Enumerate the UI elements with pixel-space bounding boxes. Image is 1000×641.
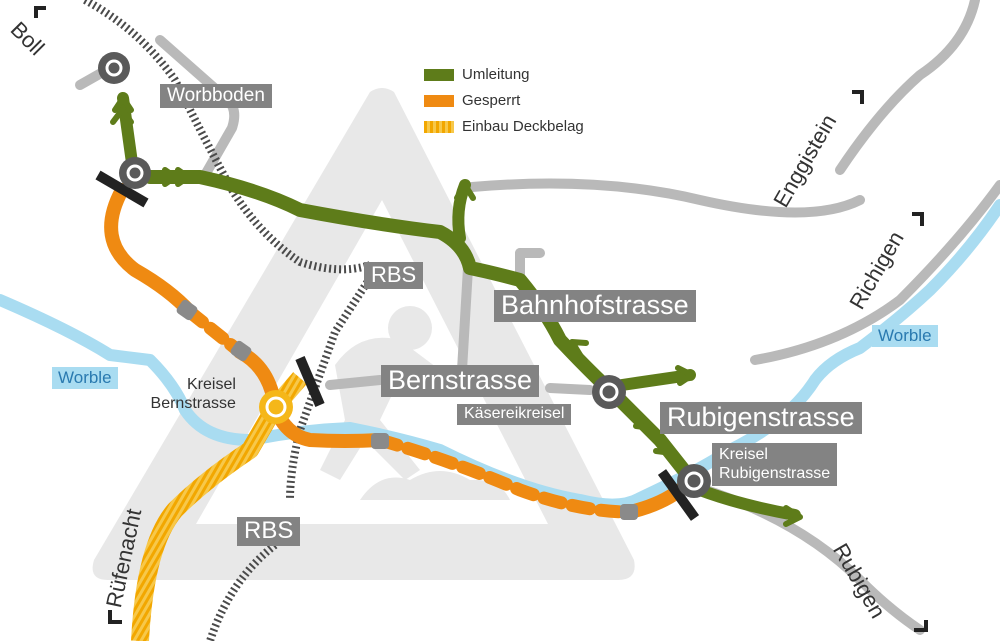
legend-label-gesperrt: Gesperrt <box>462 92 521 109</box>
detour-arrows <box>110 95 803 527</box>
chevron-ruefenacht-icon <box>108 610 122 624</box>
legend-item-umleitung: Umleitung <box>424 66 530 83</box>
chevron-rubigen-icon <box>914 620 928 632</box>
roundabout-bernstrasse-icon <box>259 390 293 424</box>
rbs-rail-track <box>83 0 374 641</box>
junction-label-kaesereikreisel: Käsereikreisel <box>457 404 572 425</box>
water-label-worble-right: Worble <box>872 325 938 347</box>
legend-swatch-umleitung <box>424 68 454 81</box>
chevron-boll-icon <box>34 6 46 18</box>
water-label-worble-left: Worble <box>52 367 118 389</box>
junction-label-kreisel-rubigenstrasse: Kreisel Rubigenstrasse <box>712 443 838 487</box>
legend-label-umleitung: Umleitung <box>462 66 530 83</box>
road-label-rbs-bottom: RBS <box>237 517 301 546</box>
roundabout-rubigenstrasse-icon <box>677 464 711 498</box>
legend-item-deckbelag: Einbau Deckbelag <box>424 118 584 135</box>
legend-label-deckbelag: Einbau Deckbelag <box>462 118 584 135</box>
junction-label-kreisel-bernstrasse: Kreisel Bernstrasse <box>151 375 236 413</box>
road-label-bernstrasse: Bernstrasse <box>381 365 540 397</box>
road-label-bahnhofstrasse: Bahnhofstrasse <box>494 290 696 322</box>
chevron-richigen-icon <box>912 212 924 226</box>
junction-label-kreisel-rubigenstrasse-line1: Kreisel <box>719 446 768 463</box>
roundabout-kaeserei-icon <box>592 375 626 409</box>
road-label-worbboden: Worbboden <box>160 84 272 108</box>
river-worble <box>0 199 1000 511</box>
closure-bars <box>95 170 700 521</box>
roundabout-worbboden-icon <box>119 157 151 189</box>
legend-item-gesperrt: Gesperrt <box>424 92 520 109</box>
road-label-rubigenstrasse: Rubigenstrasse <box>660 402 862 434</box>
legend-swatch-deckbelag <box>424 120 454 133</box>
junction-label-kreisel-bernstrasse-line2: Bernstrasse <box>150 395 236 413</box>
legend-swatch-gesperrt <box>424 94 454 107</box>
chevron-enggistein-icon <box>852 90 864 104</box>
junction-label-kreisel-bernstrasse-line1: Kreisel <box>187 376 236 393</box>
direction-chevrons <box>34 6 928 632</box>
road-label-rbs-top: RBS <box>364 262 424 289</box>
junction-label-kreisel-rubigenstrasse-line2: Rubigenstrasse <box>719 465 831 483</box>
closed-route-markers <box>176 299 638 520</box>
deckbelag-route <box>131 372 307 641</box>
roundabout-boll-icon <box>98 52 130 84</box>
